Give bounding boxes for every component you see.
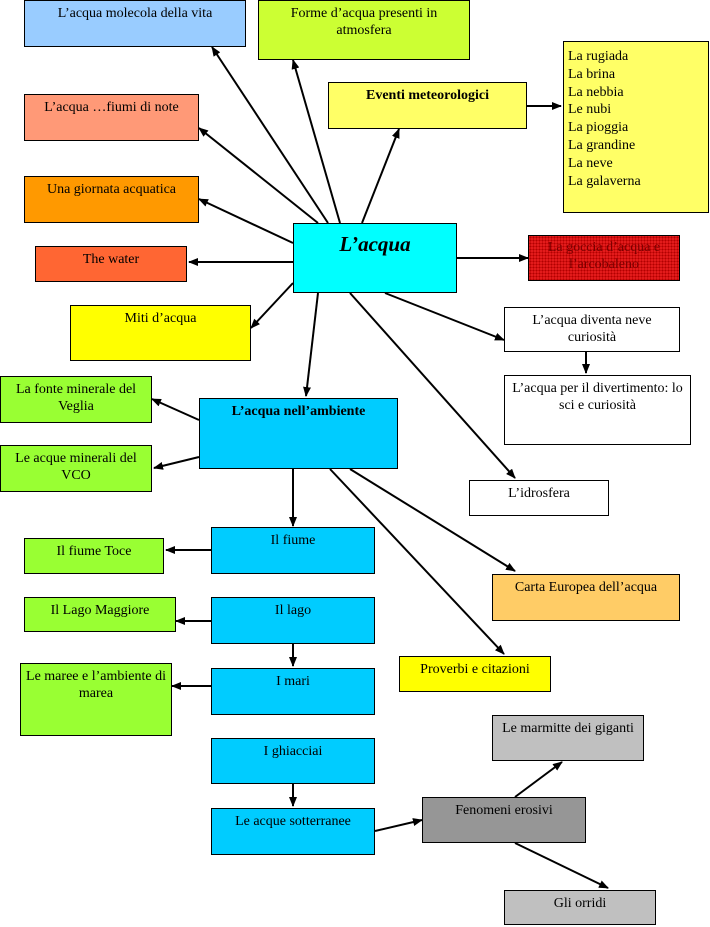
node-divertimento[interactable]: L’acqua per il divertimento: lo sci e cu… (504, 375, 691, 445)
node-mari-label: I mari (276, 674, 310, 689)
node-fiume-label: Il fiume (270, 533, 316, 548)
node-neve-label: L’acqua diventa neve curiosità (532, 313, 652, 345)
node-toce-label: Il fiume Toce (56, 544, 132, 559)
connector-arrow (250, 282, 294, 329)
node-molecola[interactable]: L’acqua molecola della vita (24, 0, 246, 47)
connector-arrow (514, 842, 609, 889)
node-fenomeni-label: Fenomeni erosivi (455, 803, 553, 818)
connector-arrow (291, 59, 341, 224)
node-water-label: The water (82, 252, 140, 267)
meteo-item: La pioggia (568, 120, 629, 136)
connector-arrow (329, 468, 505, 655)
node-marmitte-label: Le marmitte dei giganti (502, 721, 634, 736)
connector-arrow (198, 198, 294, 244)
node-fonte[interactable]: La fonte minerale del Veglia (0, 376, 152, 423)
node-fenomeni[interactable]: Fenomeni erosivi (422, 797, 586, 843)
node-giornata-label: Una giornata acquatica (46, 182, 177, 197)
node-maree[interactable]: Le maree e l’ambiente di marea (20, 663, 172, 736)
node-goccia-label: La goccia d’acqua e l’arcobaleno (547, 240, 661, 272)
node-ambiente[interactable]: L’acqua nell’ambiente (199, 398, 398, 469)
node-eventi[interactable]: Eventi meteorologici (328, 82, 527, 129)
node-ghiacciai-label: I ghiacciai (263, 744, 323, 759)
node-fonte-label: La fonte minerale del Veglia (15, 382, 137, 414)
node-center[interactable]: L’acqua (293, 223, 457, 293)
connector-arrow (361, 128, 400, 224)
connector-arrow (198, 127, 319, 224)
node-idrosfera-label: L’idrosfera (508, 486, 570, 501)
connector-arrow (514, 761, 563, 798)
meteo-item: La brina (568, 66, 616, 82)
node-water[interactable]: The water (35, 246, 187, 282)
node-neve[interactable]: L’acqua diventa neve curiosità (504, 307, 680, 352)
node-maggiore-label: Il Lago Maggiore (50, 603, 150, 618)
node-divertimento-label: L’acqua per il divertimento: lo sci e cu… (512, 381, 683, 413)
node-sotterranee-label: Le acque sotterranee (235, 814, 351, 829)
connector-arrow (349, 468, 516, 572)
node-meteo-list[interactable]: La rugiada La brina La nebbia Le nubi La… (563, 41, 709, 213)
connector-arrow (153, 456, 200, 470)
meteo-item: La galaverna (568, 173, 641, 189)
node-eventi-label: Eventi meteorologici (366, 88, 489, 103)
node-miti[interactable]: Miti d’acqua (70, 305, 251, 361)
node-goccia[interactable]: La goccia d’acqua e l’arcobaleno (528, 235, 680, 281)
node-idrosfera[interactable]: L’idrosfera (469, 480, 609, 516)
node-lago-label: Il lago (274, 603, 312, 618)
connector-arrow (303, 292, 319, 397)
node-fiume[interactable]: Il fiume (211, 527, 375, 574)
node-marmitte[interactable]: Le marmitte dei giganti (492, 715, 644, 761)
node-maggiore[interactable]: Il Lago Maggiore (24, 597, 176, 632)
node-orridi-label: Gli orridi (553, 896, 607, 911)
meteo-item: La grandine (568, 137, 636, 153)
meteo-item: La rugiada (568, 49, 629, 64)
node-miti-label: Miti d’acqua (124, 311, 197, 326)
node-molecola-label: L’acqua molecola della vita (57, 6, 213, 21)
node-proverbi-label: Proverbi e citazioni (420, 662, 530, 677)
center-title: L’acqua (339, 232, 411, 256)
meteo-item: La nebbia (568, 84, 624, 100)
node-minerali[interactable]: Le acque minerali del VCO (0, 445, 152, 492)
meteo-item: Le nubi (568, 102, 612, 118)
connector-arrow (384, 292, 505, 341)
node-toce[interactable]: Il fiume Toce (24, 538, 164, 574)
node-carta[interactable]: Carta Europea dell’acqua (492, 574, 680, 621)
node-proverbi[interactable]: Proverbi e citazioni (399, 656, 551, 692)
connector-arrow (151, 398, 200, 421)
node-fiumi-note-label: L’acqua …fiumi di note (44, 100, 179, 115)
node-maree-label: Le maree e l’ambiente di marea (26, 669, 166, 701)
node-ambiente-label: L’acqua nell’ambiente (231, 404, 366, 419)
node-forme-label: Forme d’acqua presenti in atmosfera (290, 6, 438, 38)
connector-arrow (349, 292, 516, 479)
node-carta-label: Carta Europea dell’acqua (514, 580, 658, 595)
node-ghiacciai[interactable]: I ghiacciai (211, 738, 375, 784)
node-mari[interactable]: I mari (211, 668, 375, 715)
node-minerali-label: Le acque minerali del VCO (15, 451, 137, 483)
node-forme[interactable]: Forme d’acqua presenti in atmosfera (258, 0, 470, 60)
node-orridi[interactable]: Gli orridi (504, 890, 656, 925)
node-giornata[interactable]: Una giornata acquatica (24, 176, 199, 223)
meteo-item: La neve (568, 155, 613, 171)
node-fiumi-note[interactable]: L’acqua …fiumi di note (24, 94, 199, 141)
connector-arrow (374, 818, 423, 832)
connector-arrow (211, 46, 329, 224)
node-lago[interactable]: Il lago (211, 597, 375, 644)
node-sotterranee[interactable]: Le acque sotterranee (211, 808, 375, 855)
